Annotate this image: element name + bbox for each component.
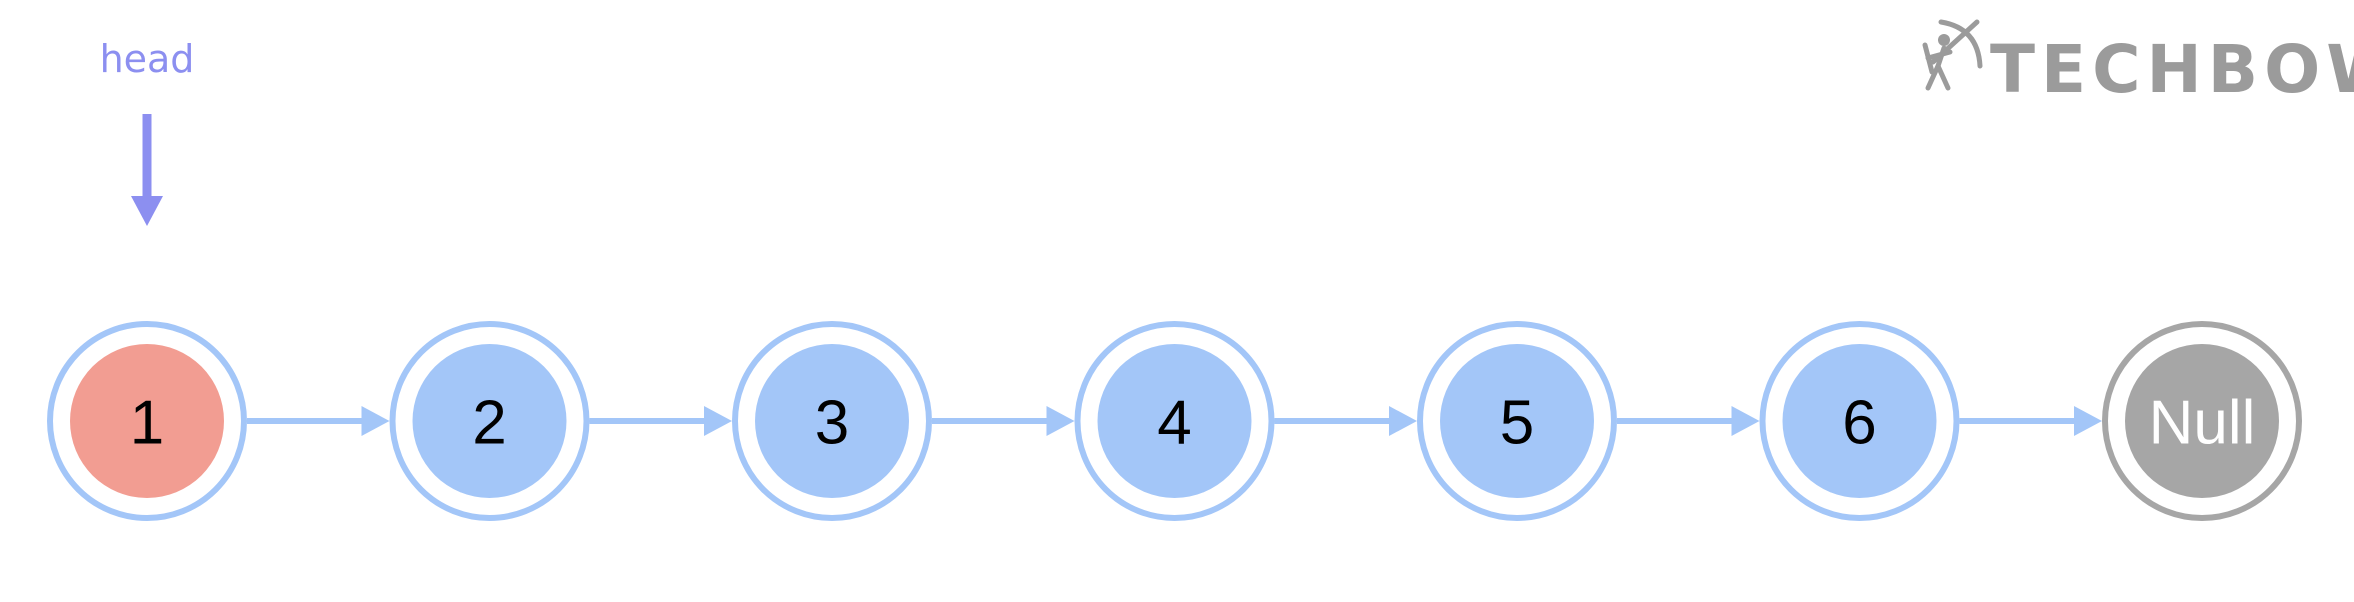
next-arrow-head <box>704 406 732 436</box>
head-arrow-head <box>131 196 163 226</box>
node-fill <box>70 344 224 498</box>
node-value: Null <box>2149 389 2256 458</box>
node-fill <box>755 344 909 498</box>
list-node: 3 <box>732 321 932 521</box>
node-fill <box>1440 344 1594 498</box>
node-value: 6 <box>1842 389 1876 458</box>
archer-icon <box>1922 19 1983 91</box>
next-arrow <box>589 406 732 436</box>
list-node: 4 <box>1074 321 1275 521</box>
next-arrow-head <box>361 406 390 436</box>
node-value: 1 <box>130 389 164 458</box>
list-nodes: 1 2 3 4 5 6 Null <box>47 321 2302 521</box>
logo-text: TECHBOW <box>1990 31 2354 108</box>
next-arrow-head <box>2074 406 2102 436</box>
list-node: Null <box>2102 321 2302 521</box>
node-fill <box>412 344 567 498</box>
node-value: 2 <box>472 389 506 458</box>
head-pointer: head <box>100 37 195 226</box>
node-fill <box>1097 344 1252 498</box>
node-links <box>247 406 2102 436</box>
next-arrow-head <box>1389 406 1417 436</box>
node-value: 3 <box>815 389 849 458</box>
next-arrow <box>1959 406 2102 436</box>
list-node: 1 <box>47 321 247 521</box>
node-fill <box>2125 344 2279 498</box>
next-arrow <box>1617 406 1760 436</box>
next-arrow <box>932 406 1075 436</box>
list-node: 5 <box>1417 321 1617 521</box>
next-arrow-head <box>1046 406 1075 436</box>
list-node: 6 <box>1759 321 1960 521</box>
techbow-logo: TECHBOW <box>1922 19 2354 108</box>
list-node: 2 <box>389 321 590 521</box>
next-arrow-head <box>1731 406 1760 436</box>
node-value: 5 <box>1500 389 1534 458</box>
node-value: 4 <box>1157 389 1191 458</box>
head-label: head <box>100 37 195 81</box>
node-fill <box>1782 344 1937 498</box>
next-arrow <box>247 406 390 436</box>
next-arrow <box>1274 406 1417 436</box>
